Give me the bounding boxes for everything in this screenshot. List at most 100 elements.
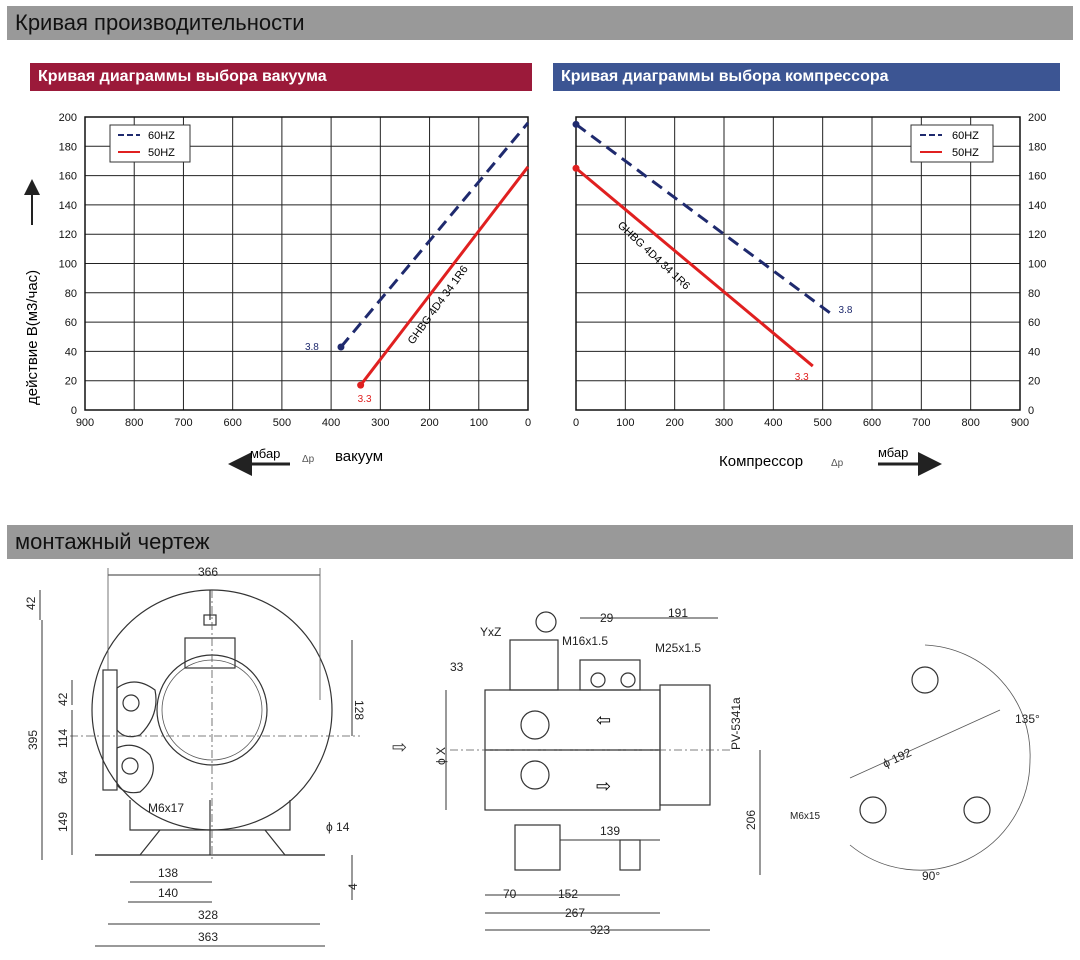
y-axis-label-group: действие B(м3/час) (24, 179, 41, 405)
dim-42b: 42 (56, 692, 70, 706)
vacuum-axis-label: вакуум (335, 448, 383, 465)
label-m6x15: M6x15 (790, 811, 820, 822)
x-tick-label: 500 (273, 417, 291, 429)
x-tick-label: 400 (322, 417, 340, 429)
y-tick-label: 140 (1028, 200, 1046, 212)
series-end-label: 3.8 (839, 305, 853, 316)
series-end-point (337, 343, 345, 351)
y-tick-label: 200 (1028, 112, 1046, 124)
y-tick-label: 140 (59, 200, 77, 212)
y-tick-label: 80 (1028, 288, 1040, 300)
x-tick-label: 500 (813, 417, 831, 429)
x-tick-label: 700 (912, 417, 930, 429)
dim-4: 4 (346, 883, 360, 890)
compressor-legend: 60HZ 50HZ (910, 124, 994, 163)
y-tick-label: 100 (59, 259, 77, 271)
x-tick-label: 400 (764, 417, 782, 429)
x-tick-label: 900 (76, 417, 94, 429)
lifting-eye-icon (535, 611, 557, 633)
mounting-drawing: 366 42 395 128 42 114 64 149 M6x17 ϕ 14 … (24, 565, 1040, 947)
vacuum-model-label: GHBG 4D4 34 1R6 (406, 264, 471, 347)
dim-29: 29 (600, 611, 614, 625)
dim-366: 366 (198, 565, 218, 579)
vacuum-chart-series: 3.8 3.3 (305, 121, 530, 405)
label-yxz: YxZ (480, 625, 501, 639)
series-end-label: 3.3 (358, 394, 372, 405)
x-tick-label: 900 (1011, 417, 1029, 429)
y-tick-label: 60 (1028, 317, 1040, 329)
series-end-point (572, 120, 580, 128)
dim-139: 139 (600, 824, 620, 838)
y-tick-label: 0 (1028, 405, 1034, 417)
y-tick-label: 200 (59, 112, 77, 124)
y-tick-label: 180 (59, 141, 77, 153)
y-tick-label: 100 (1028, 259, 1046, 271)
compressor-axis-label: Компрессор (719, 453, 803, 470)
dim-phi14: ϕ 14 (326, 820, 350, 834)
dim-114: 114 (56, 729, 70, 748)
vacuum-unit: мбар (250, 446, 280, 461)
series-end-point (572, 164, 580, 172)
compressor-chart-series: 3.8 3.3 (572, 120, 853, 383)
x-tick-label: 100 (470, 417, 488, 429)
angle-90: 90° (922, 869, 940, 883)
x-tick-label: 300 (371, 417, 389, 429)
dim-323: 323 (590, 923, 610, 937)
dim-phi192: ϕ 192 (880, 745, 913, 771)
dim-phix: ϕ X (434, 747, 448, 765)
legend-50hz-label: 50HZ (952, 147, 979, 159)
x-tick-label: 0 (573, 417, 579, 429)
dim-152: 152 (558, 887, 578, 901)
y-tick-label: 180 (1028, 141, 1046, 153)
flange-hole-right-icon (963, 796, 991, 824)
plot-frame (84, 116, 529, 411)
legend-60hz-label: 60HZ (952, 130, 979, 142)
front-view: 366 42 395 128 42 114 64 149 M6x17 ϕ 14 … (24, 565, 366, 947)
y-tick-label: 20 (65, 376, 77, 388)
y-tick-label: 40 (65, 346, 77, 358)
dim-128: 128 (352, 700, 366, 720)
legend-60hz-label: 60HZ (148, 130, 175, 142)
x-tick-label: 300 (715, 417, 733, 429)
port-lower-icon (121, 757, 139, 775)
angle-135: 135° (1015, 712, 1040, 726)
view-arrow-icon: ⇨ (392, 737, 407, 757)
x-tick-label: 700 (174, 417, 192, 429)
x-tick-label: 100 (616, 417, 634, 429)
vacuum-chart-header: Кривая диаграммы выбора вакуума (30, 63, 532, 91)
flow-arrow-left-icon: ⇦ (596, 710, 611, 730)
y-tick-label: 120 (59, 229, 77, 241)
y-tick-label: 160 (59, 171, 77, 183)
compressor-delta-symbol: Δp (831, 458, 844, 469)
dim-328: 328 (198, 908, 218, 922)
x-tick-label: 600 (863, 417, 881, 429)
x-tick-label: 0 (525, 417, 531, 429)
series-line-60hz (339, 121, 530, 348)
dim-70: 70 (503, 887, 517, 901)
series-end-label: 3.3 (795, 372, 809, 383)
vacuum-chart-grid (84, 116, 529, 411)
y-axis-label: действие B(м3/час) (24, 270, 41, 405)
dim-395: 395 (26, 730, 40, 750)
series-end-label: 3.8 (305, 342, 319, 353)
compressor-axis-caption: Компрессор Δp мбар (719, 445, 942, 476)
y-tick-label: 160 (1028, 171, 1046, 183)
dim-138: 138 (158, 866, 178, 880)
y-tick-label: 0 (71, 405, 77, 417)
x-tick-label: 600 (223, 417, 241, 429)
label-m25: M25x1.5 (655, 641, 701, 655)
dim-267: 267 (565, 906, 585, 920)
port-upper-icon (122, 694, 140, 712)
compressor-unit: мбар (878, 445, 908, 460)
dim-149: 149 (56, 812, 70, 832)
flange-hole-left-icon (859, 796, 887, 824)
dim-42a: 42 (24, 596, 38, 610)
legend-50hz-label: 50HZ (148, 147, 175, 159)
y-tick-label: 120 (1028, 229, 1046, 241)
x-tick-label: 200 (420, 417, 438, 429)
y-tick-label: 60 (65, 317, 77, 329)
side-view: ⇨ ⇦ ⇨ YxZ 29 191 M16x1.5 M25x1.5 33 ϕ X … (392, 606, 761, 937)
y-tick-label: 80 (65, 288, 77, 300)
flange-view: 135° ϕ 192 M6x15 90° (790, 644, 1040, 883)
